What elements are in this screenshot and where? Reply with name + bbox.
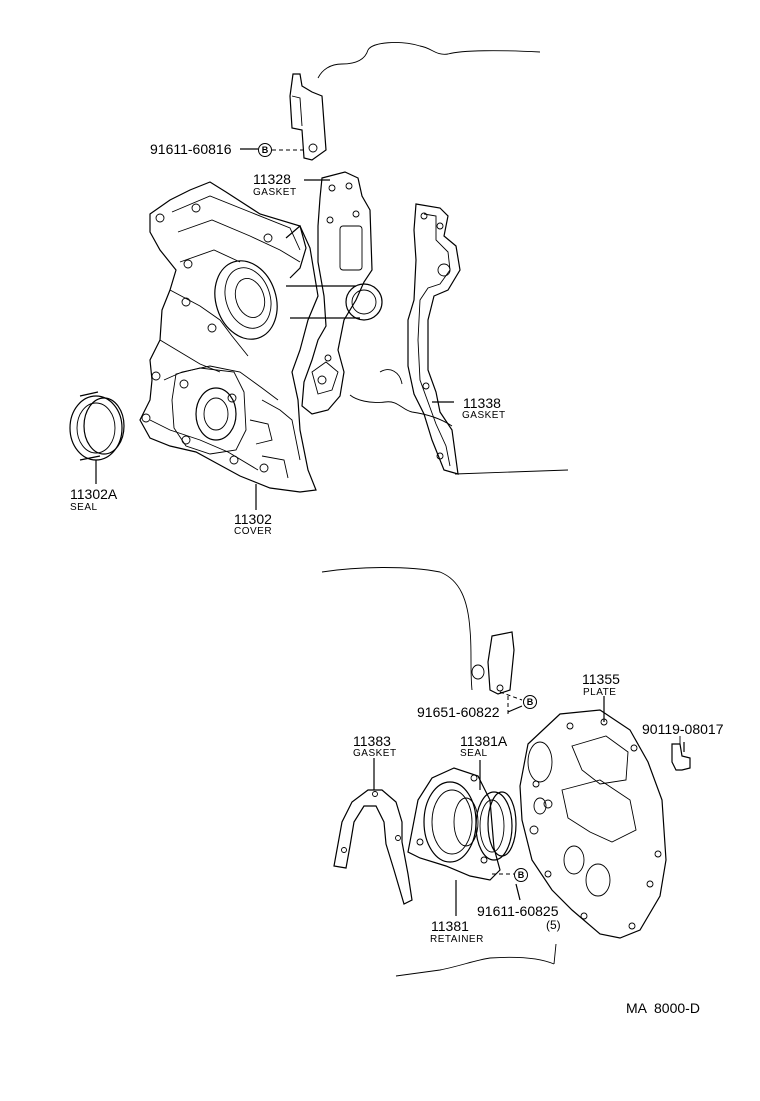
label-90119-08017: 90119-08017 [642,721,724,737]
b-symbol-bottom: B [514,868,528,882]
label-11328: 11328 [253,171,291,187]
bolt-90119-08017-shape [671,736,691,771]
label-91651-60822: 91651-60822 [417,704,500,720]
retainer-11381-shape [407,767,501,881]
gasket-11338-shape [407,203,461,475]
b-symbol-top: B [258,143,272,157]
label-11381A: 11381A [460,733,508,749]
engine-outline-lower-right [553,943,557,965]
label-11338: 11338 [463,395,501,411]
label-11302A: 11302A [70,486,118,502]
engine-outline-top-left [317,49,369,79]
label-11302-name: COVER [234,526,273,537]
label-11381: 11381 [431,918,469,934]
plate-11355-shape [519,709,667,939]
engine-outline-mid [379,369,403,385]
label-11338-name: GASKET [462,410,506,421]
engine-outline-right [454,469,569,475]
seal-11381A-shape [475,791,517,861]
label-91611-60825: 91611-60825 [477,903,559,919]
b-symbol-mid: B [523,695,537,709]
timing-cover-11302-shape [139,181,383,493]
label-91611-60825-qty: (5) [546,918,561,932]
label-11383: 11383 [353,733,391,749]
engine-outline-lower [321,567,473,691]
label-11328-name: GASKET [253,187,297,198]
label-91611-60816: 91611-60816 [150,141,232,157]
engine-outline-lower-base [395,956,555,977]
label-11355: 11355 [582,671,620,687]
gasket-11383-shape [333,789,413,905]
label-11381-name: RETAINER [430,934,484,945]
label-11381A-name: SEAL [460,748,488,759]
diagram-code: MA 8000-D [626,1000,700,1016]
label-11355-name: PLATE [583,687,617,698]
seal-11302A-shape [69,391,125,461]
engine-outline-bottom [349,394,453,427]
label-11302: 11302 [234,511,272,527]
label-11383-name: GASKET [353,748,397,759]
bracket-top [289,73,327,161]
engine-outline-top [367,42,541,55]
gasket-11328-shape [301,171,373,415]
label-11302A-name: SEAL [70,502,98,513]
bracket-lower [471,631,515,695]
